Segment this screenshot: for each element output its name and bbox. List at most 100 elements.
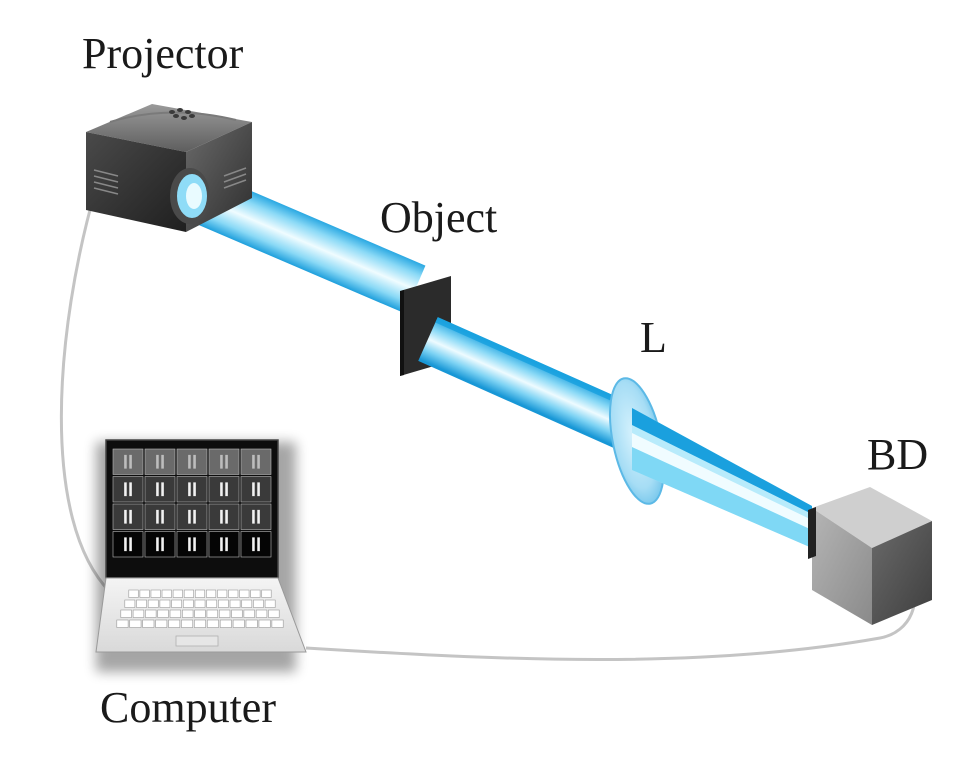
- screen-thumbnail: [176, 531, 208, 558]
- keyboard-key: [228, 589, 239, 598]
- keyboard-key: [264, 599, 276, 608]
- keyboard-key: [271, 619, 284, 628]
- keyboard-key: [231, 609, 243, 618]
- screen-slit-pattern: [220, 482, 223, 497]
- cable-detector-computer: [305, 574, 917, 661]
- screen-thumbnail: [240, 448, 272, 475]
- keyboard-key: [132, 609, 145, 618]
- keyboard-key: [241, 599, 253, 608]
- keyboard-key: [250, 589, 261, 598]
- screen-slit-pattern: [252, 482, 255, 497]
- keyboard-key: [194, 609, 206, 618]
- screen-thumbnail: [240, 531, 272, 558]
- screen-slit-pattern: [161, 509, 164, 524]
- screen-slit-pattern: [225, 537, 228, 552]
- keyboard-key: [194, 599, 206, 608]
- cable-projector-computer: [59, 187, 112, 594]
- screen-thumbnail: [176, 476, 208, 503]
- screen-thumbnail: [144, 476, 176, 503]
- keyboard-key: [168, 619, 181, 628]
- keyboard-key: [206, 609, 218, 618]
- screen-slit-pattern: [124, 509, 127, 524]
- laptop-screen: [112, 448, 272, 558]
- keyboard-key: [218, 609, 231, 618]
- projector-device: [86, 104, 252, 232]
- keyboard-key: [172, 589, 183, 598]
- screen-slit-pattern: [257, 509, 260, 524]
- computer-label: Computer: [100, 683, 276, 732]
- screen-thumbnail: [208, 448, 240, 475]
- light-beam: [179, 169, 426, 314]
- laptop-keyboard: [116, 589, 284, 628]
- light-beam: [632, 408, 812, 548]
- screen-slit-pattern: [124, 537, 127, 552]
- keyboard-key: [206, 619, 219, 628]
- screen-thumbnail: [112, 476, 144, 503]
- screen-thumbnail: [240, 476, 272, 503]
- keyboard-key: [239, 589, 250, 598]
- detector-box: [808, 487, 932, 625]
- screen-slit-pattern: [161, 482, 164, 497]
- keyboard-key: [217, 589, 228, 598]
- screen-slit-pattern: [124, 454, 127, 469]
- screen-thumbnail: [112, 531, 144, 558]
- keyboard-key: [182, 609, 194, 618]
- keyboard-key: [159, 599, 171, 608]
- keyboard-key: [253, 599, 264, 608]
- screen-slit-pattern: [220, 509, 223, 524]
- screen-slit-pattern: [188, 482, 191, 497]
- screen-slit-pattern: [220, 454, 223, 469]
- keyboard-key: [128, 589, 139, 598]
- screen-slit-pattern: [193, 482, 196, 497]
- keyboard-key: [181, 619, 194, 628]
- screen-slit-pattern: [124, 482, 127, 497]
- keyboard-key: [268, 609, 280, 618]
- screen-slit-pattern: [252, 537, 255, 552]
- keyboard-key: [171, 599, 182, 608]
- screen-slit-pattern: [129, 482, 132, 497]
- keyboard-key: [157, 609, 169, 618]
- screen-slit-pattern: [257, 537, 260, 552]
- object-label: Object: [380, 193, 498, 242]
- screen-slit-pattern: [193, 454, 196, 469]
- screen-thumbnail: [112, 503, 144, 530]
- screen-thumbnail: [208, 503, 240, 530]
- keyboard-key: [261, 589, 272, 598]
- detector-label: BD: [867, 430, 929, 479]
- keyboard-key: [147, 599, 159, 608]
- screen-slit-pattern: [252, 509, 255, 524]
- keyboard-key: [129, 619, 142, 628]
- keyboard-key: [150, 589, 161, 598]
- keyboard-key: [219, 619, 232, 628]
- keyboard-key: [161, 589, 172, 598]
- screen-thumbnail: [208, 476, 240, 503]
- screen-slit-pattern: [193, 509, 196, 524]
- keyboard-key: [120, 609, 132, 618]
- screen-slit-pattern: [156, 482, 159, 497]
- screen-thumbnail: [240, 503, 272, 530]
- keyboard-key: [229, 599, 241, 608]
- keyboard-key: [206, 589, 217, 598]
- keyboard-key: [243, 609, 255, 618]
- screen-slit-pattern: [156, 509, 159, 524]
- lens-label: L: [640, 313, 667, 362]
- screen-slit-pattern: [129, 454, 132, 469]
- screen-slit-pattern: [156, 537, 159, 552]
- laptop: [95, 439, 307, 672]
- keyboard-key: [136, 599, 147, 608]
- screen-thumbnail: [144, 503, 176, 530]
- keyboard-key: [194, 619, 206, 628]
- keyboard-key: [218, 599, 229, 608]
- keyboard-key: [116, 619, 129, 628]
- screen-slit-pattern: [188, 454, 191, 469]
- screen-thumbnail: [144, 448, 176, 475]
- light-beam: [418, 317, 648, 455]
- keyboard-key: [169, 609, 182, 618]
- screen-slit-pattern: [156, 454, 159, 469]
- screen-slit-pattern: [257, 482, 260, 497]
- screen-thumbnail: [176, 448, 208, 475]
- keyboard-key: [139, 589, 150, 598]
- screen-slit-pattern: [188, 509, 191, 524]
- screen-slit-pattern: [188, 537, 191, 552]
- screen-slit-pattern: [193, 537, 196, 552]
